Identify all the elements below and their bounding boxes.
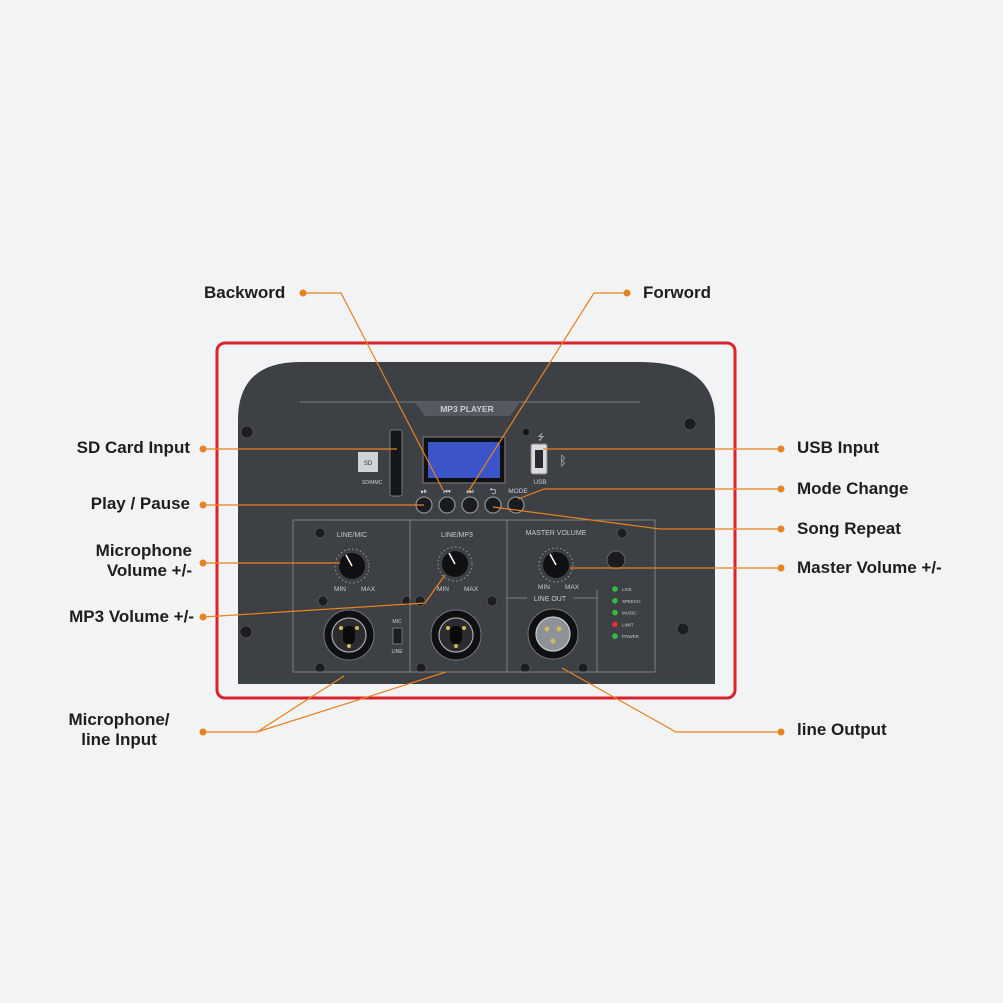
backword-leader [303,292,444,491]
mic-line-switch[interactable] [392,627,403,645]
mic-line-input-leader-2 [256,671,447,733]
sd-slot-label: SD [364,461,373,467]
mp3-player-label: MP3 PLAYER [440,404,494,414]
mp3-volume-knob[interactable] [437,546,473,582]
callout-song-repeat: Song Repeat [797,519,901,538]
callout-mp3-volume: MP3 Volume +/- [69,607,194,626]
callout-mode-change: Mode Change [797,479,909,498]
sd-sub-label: SD/MMC [362,480,383,486]
led-speech-icon [612,598,618,604]
combo-jack-2[interactable] [430,609,482,661]
sd-card-icon [358,452,378,472]
control-panel: MP3 PLAYER SD SD/MMC USB ⭍ ᛒ [238,362,715,684]
master-volume-knob[interactable] [538,547,574,583]
led-power-icon [612,633,618,639]
repeat-icon: ⮌ [489,487,496,497]
usb-symbol-icon: ⭍ [538,433,545,442]
mode-change-leader [517,488,781,500]
led-music-label: MUSIC [622,611,637,616]
mode-label: MODE [508,488,528,495]
callout-mic-line-input-line2: line Input [81,730,157,749]
callout-mic-volume-line2: Volume +/- [106,561,192,580]
line-mic-label: LINE/MIC [337,532,367,539]
led-live-label: LIVE [622,587,632,592]
callout-mic-volume: Microphone Volume +/- [96,541,192,581]
mic-switch-bottom-label: LINE [391,649,403,655]
max-label: MAX [565,584,580,591]
power-button[interactable] [606,550,626,570]
ir-sensor-icon [523,429,529,435]
min-label: MIN [538,584,550,591]
led-music-icon [612,609,618,616]
led-power-label: POWER [622,634,640,639]
mic-line-input-leader [203,675,345,733]
backward-button[interactable] [438,496,456,514]
leader-dots [199,289,785,736]
sd-card-slot[interactable] [389,429,403,497]
mp3-volume-leader [202,574,446,618]
led-limit-icon [612,621,618,628]
forward-icon: ⏭ [466,487,473,496]
line-mp3-label: LINE/MP3 [441,532,473,539]
led-speech-label: SPEECH [622,599,641,604]
mic-switch-top-label: MIC [392,619,402,625]
callout-master-volume: Master Volume +/- [797,558,942,577]
song-repeat-leader [492,506,781,530]
callout-usb-input: USB Input [797,438,880,457]
callout-mic-line-input-line1: Microphone/ [68,710,170,729]
forword-leader [467,292,627,493]
play-pause-icon: ⏯ [421,487,427,496]
callout-mic-line-input: Microphone/ line Input [60,710,178,750]
backward-icon: ⏮ [443,487,450,496]
led-limit-label: LIMIT [622,622,634,627]
callout-sd-card-input: SD Card Input [76,438,190,457]
led-live-icon [612,586,618,592]
usb-label: USB [533,479,546,486]
leader-lines [202,292,781,733]
bluetooth-icon: ᛒ [559,454,567,469]
forward-button[interactable] [461,496,479,514]
xlr-line-out-jack[interactable] [527,608,579,660]
line-out-label: LINE OUT [534,596,567,603]
min-label: MIN [437,586,449,593]
screw-icon [239,417,697,674]
line-output-leader [561,667,781,733]
combo-jack-1[interactable] [323,609,375,661]
led-indicators: LIVE SPEECH MUSIC LIMIT POWER [612,586,641,639]
transport-buttons [415,496,525,514]
repeat-button[interactable] [484,496,502,514]
highlight-frame [215,341,737,700]
mic-volume-knob[interactable] [334,548,370,584]
max-label: MAX [361,586,376,593]
callout-mic-volume-line1: Microphone [95,541,192,560]
master-volume-label: MASTER VOLUME [526,530,587,537]
max-label: MAX [464,586,479,593]
min-label: MIN [334,586,346,593]
callout-line-output: line Output [797,720,887,739]
callout-forword: Forword [643,283,711,302]
callout-backword: Backword [204,283,286,302]
callout-play-pause: Play / Pause [90,494,190,513]
